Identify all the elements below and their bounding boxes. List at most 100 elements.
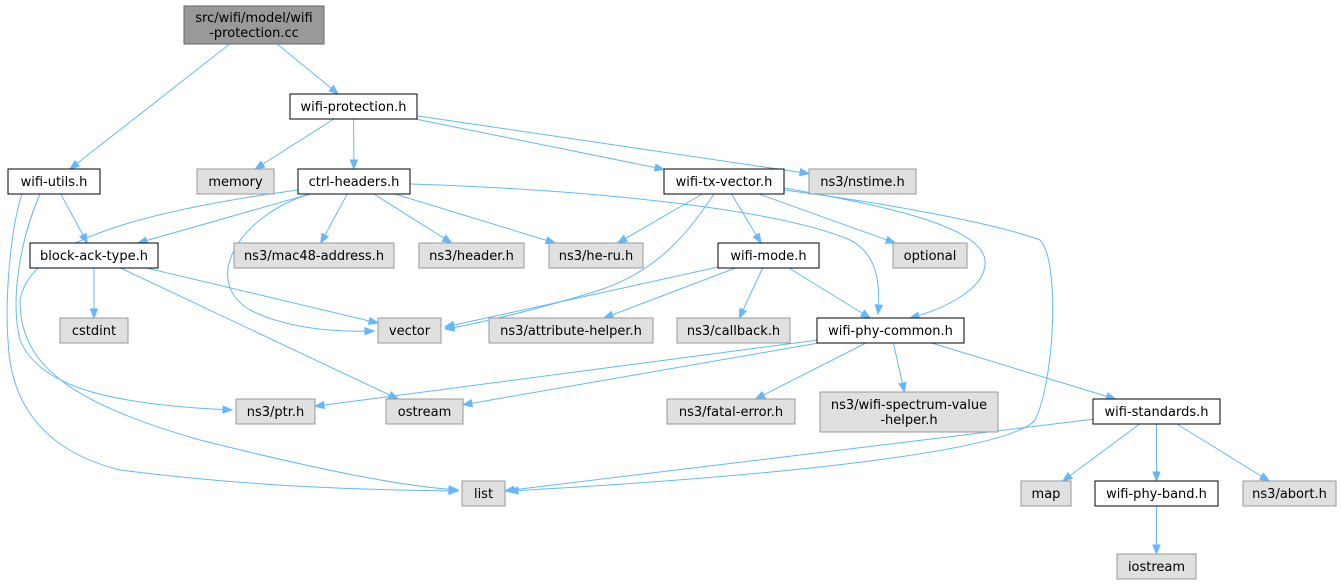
- node-box: [289, 93, 418, 120]
- node-wifi-protection[interactable]: wifi-protection.h: [289, 93, 418, 120]
- edge-ctrl_headers-to-he_ru: [394, 193, 557, 245]
- node-wifi-mode[interactable]: wifi-mode.h: [717, 242, 820, 269]
- node-box: [461, 480, 506, 507]
- node-wifi-tx-vector[interactable]: wifi-tx-vector.h: [663, 168, 785, 195]
- node-mac48: ns3/mac48-address.h: [233, 242, 395, 269]
- edge-line: [1176, 423, 1270, 482]
- edge-wifi_tx_vector-to-wifi_mode: [731, 193, 762, 245]
- node-box: [59, 317, 129, 344]
- node-ptr: ns3/ptr.h: [235, 398, 316, 425]
- node-box: [717, 242, 820, 269]
- node-box: [548, 242, 644, 269]
- node-label: wifi-phy-common.h: [828, 324, 953, 339]
- edge-arrowhead: [367, 316, 380, 325]
- node-box: [7, 168, 101, 195]
- edge-wifi_utils-to-list: [6, 193, 460, 496]
- node-nstime: ns3/nstime.h: [808, 168, 917, 195]
- node-label: vector: [389, 324, 431, 339]
- edge-wifi_standards-to-map: [1061, 423, 1140, 482]
- edge-line: [788, 267, 871, 319]
- node-fatal-error: ns3/fatal-error.h: [666, 398, 796, 425]
- node-label: -protection.cc: [209, 26, 299, 41]
- edge-line: [137, 193, 311, 244]
- edge-wifi_tx_vector-to-optional: [758, 193, 897, 244]
- edge-line: [1062, 423, 1140, 482]
- node-header: ns3/header.h: [418, 242, 525, 269]
- edge-arrowhead: [443, 320, 456, 330]
- edge-line: [603, 267, 736, 319]
- edge-line: [276, 43, 339, 95]
- node-label: wifi-tx-vector.h: [676, 175, 773, 190]
- edge-line: [394, 193, 556, 244]
- edge-line: [462, 342, 819, 406]
- node-box: [377, 317, 442, 344]
- edge-line: [146, 267, 379, 324]
- node-box: [29, 242, 159, 269]
- edge-wifi_protection-to-nstime: [416, 115, 811, 177]
- node-box: [196, 168, 275, 195]
- node-box: [233, 242, 395, 269]
- edge-arrowhead: [898, 381, 907, 394]
- node-label: ns3/header.h: [429, 249, 514, 264]
- node-list: list: [461, 480, 506, 507]
- node-memory: memory: [196, 168, 275, 195]
- node-box: [819, 391, 999, 433]
- node-wifi-phy-common[interactable]: wifi-phy-common.h: [816, 317, 965, 344]
- edge-arrowhead: [448, 485, 460, 494]
- node-optional: optional: [892, 242, 968, 269]
- edge-arrowhead: [503, 485, 515, 494]
- edge-line: [444, 266, 719, 328]
- node-wifi-standards[interactable]: wifi-standards.h: [1092, 398, 1221, 425]
- node-block-ack-type[interactable]: block-ack-type.h: [29, 242, 159, 269]
- node-box: [183, 5, 325, 45]
- edge-arrowhead: [254, 160, 266, 170]
- edge-ctrl_headers-to-mac48: [320, 193, 348, 245]
- edge-wifi_standards-to-wifi_phy_band: [1152, 424, 1161, 483]
- edge-wifi_phy_common-to-ostream: [461, 342, 819, 408]
- edge-wifi_utils-to-block_ack_type: [60, 193, 88, 245]
- node-box: [488, 317, 654, 344]
- edge-arrowhead: [461, 399, 474, 408]
- edge-root-to-wifi_protection: [276, 43, 340, 95]
- node-label: block-ack-type.h: [40, 249, 148, 264]
- node-root[interactable]: src/wifi/model/wifi-protection.cc: [183, 5, 325, 45]
- node-box: [385, 398, 464, 425]
- edge-line: [120, 267, 399, 400]
- edge-arrowhead: [313, 400, 325, 410]
- edge-ctrl_headers-to-wifi_phy_common: [409, 183, 884, 316]
- edge-arrowhead: [364, 327, 376, 336]
- node-vector: vector: [377, 317, 442, 344]
- node-label: cstdint: [72, 324, 116, 339]
- edge-line: [731, 193, 762, 244]
- node-box: [1020, 480, 1072, 507]
- edge-wifi_utils-to-ptr: [15, 193, 234, 414]
- edge-wifi_tx_vector-to-he_ru: [616, 193, 703, 244]
- edge-line: [504, 418, 1094, 492]
- node-label: ostream: [398, 405, 452, 420]
- node-label: wifi-mode.h: [730, 249, 806, 264]
- node-he-ru: ns3/he-ru.h: [548, 242, 644, 269]
- edge-wifi_standards-to-list: [503, 418, 1094, 494]
- edge-arrowhead: [874, 304, 884, 316]
- node-label: ns3/he-ru.h: [559, 249, 634, 264]
- node-wifi-phy-band[interactable]: wifi-phy-band.h: [1094, 480, 1219, 507]
- node-ctrl-headers[interactable]: ctrl-headers.h: [297, 168, 411, 195]
- edge-wifi_protection-to-memory: [254, 118, 335, 170]
- edge-arrowhead: [328, 84, 340, 95]
- node-box: [892, 242, 968, 269]
- edge-line: [415, 118, 665, 170]
- edge-line: [314, 339, 818, 407]
- node-label: ns3/mac48-address.h: [244, 249, 384, 264]
- node-label: map: [1032, 487, 1061, 502]
- edge-arrowhead: [349, 159, 359, 171]
- edge-arrowhead: [738, 307, 748, 320]
- node-ostream: ostream: [385, 398, 464, 425]
- node-wifi-utils[interactable]: wifi-utils.h: [7, 168, 101, 195]
- edge-arrowhead: [89, 308, 99, 320]
- node-box: [235, 398, 316, 425]
- edges: [6, 43, 1271, 556]
- edge-arrowhead: [859, 309, 872, 319]
- edge-line: [444, 193, 715, 330]
- edge-arrowhead: [798, 168, 811, 177]
